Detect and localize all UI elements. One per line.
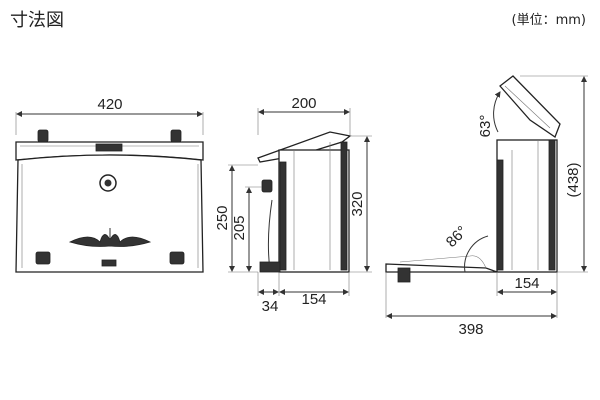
bottom-latch — [101, 259, 117, 267]
open-height-label: (438) — [565, 162, 582, 197]
front-width-label: 420 — [97, 96, 122, 113]
page-title: 寸法図 — [10, 10, 64, 31]
open-depth-body-label: 154 — [514, 275, 539, 292]
slot-badge — [95, 143, 123, 152]
open-rail-left — [496, 159, 504, 271]
side-height-outer-label: 250 — [214, 205, 231, 230]
side-view: 200 250 205 320 34 154 — [214, 95, 372, 315]
ornament-emblem-icon — [68, 228, 152, 247]
side-rail-right — [340, 141, 348, 271]
lid-angle-label: 63° — [477, 115, 494, 138]
side-depth-body-label: 154 — [301, 291, 326, 308]
open-knob-icon — [397, 267, 411, 283]
front-view: 420 — [15, 96, 204, 273]
bracket-right — [169, 251, 185, 265]
open-depth-total-label: 398 — [458, 321, 483, 338]
side-height-total-label: 320 — [349, 191, 366, 216]
unit-label: (単位：mm) — [511, 13, 586, 28]
side-depth-left-label: 34 — [262, 298, 279, 315]
open-rail-right — [548, 139, 556, 271]
flap-angle-label: 86° — [443, 223, 471, 251]
side-bottom-foot — [259, 261, 281, 273]
side-height-inner-label: 205 — [231, 215, 248, 240]
open-lid — [499, 75, 561, 138]
hinge-right — [170, 129, 182, 143]
lock-core-icon — [104, 179, 112, 187]
side-top-width-label: 200 — [291, 95, 316, 112]
hinge-left — [37, 129, 49, 143]
bracket-left — [35, 251, 51, 265]
open-view: 63° 86° (438) 154 398 — [385, 75, 588, 338]
side-rail-left — [279, 161, 287, 271]
side-knob-icon — [261, 179, 273, 193]
